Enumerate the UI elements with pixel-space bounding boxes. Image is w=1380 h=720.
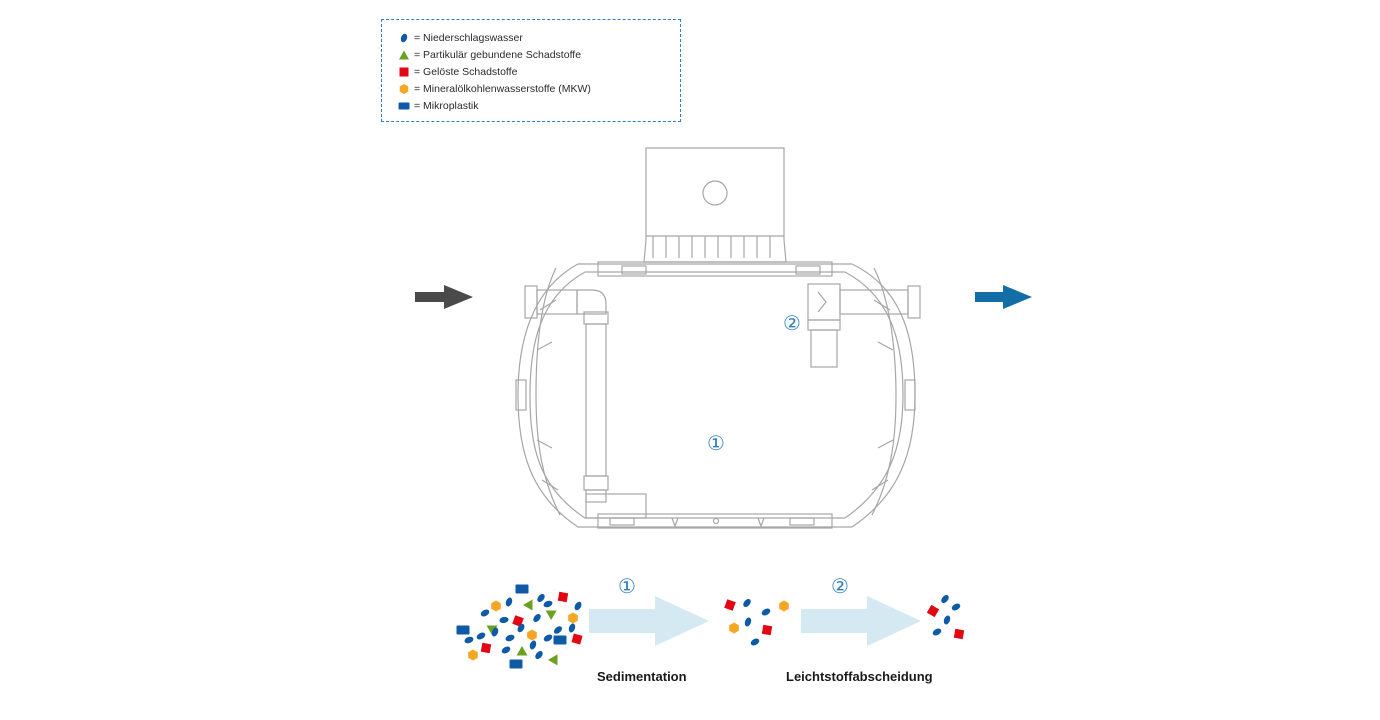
process-step-2-marker: ② [831,574,849,598]
legend-label: = Gelöste Schadstoffe [414,65,518,78]
legend-item-partikulaer: = Partikulär gebundene Schadstoffe [398,46,680,63]
hexagon-particle [491,600,501,612]
tank-body [515,261,916,529]
legend-item-geloeste: = Gelöste Schadstoffe [398,63,680,80]
particles-after-separation [926,594,965,640]
legend-label: = Partikulär gebundene Schadstoffe [414,48,582,61]
square-particle [724,599,736,611]
blue-rectangle-icon [398,102,410,110]
triangle-particle [523,599,533,611]
hexagon-particle [779,600,789,612]
droplet-particle [932,628,942,636]
outlet-pipe [807,283,921,368]
square-particle [557,591,569,603]
inlet-arrow-icon [415,285,473,309]
legend-box: = Niederschlagswasser = Partikulär gebun… [381,19,681,122]
stage-2-marker: ② [783,311,801,335]
square-particle [512,615,524,627]
sedimentation-label: Sedimentation [597,669,687,684]
droplet-particle [743,598,751,608]
hexagon-particle [568,612,578,624]
process-step-1-marker: ① [618,574,636,598]
legend-item-mikroplastik: = Mikroplastik [398,98,680,115]
droplet-particle [744,617,752,627]
outlet-arrow-icon [975,285,1032,309]
triangle-particle [547,654,558,666]
process-arrow-1-icon [589,596,709,646]
droplet-particle [533,613,541,623]
legend-label: = Niederschlagswasser [414,31,523,44]
square-particle [953,628,965,640]
droplet-particle [568,623,576,633]
stage-1-marker: ① [707,431,725,455]
droplet-particle [499,616,509,624]
hexagon-particle [729,622,739,634]
droplet-particle [761,608,771,616]
droplet-particle [553,626,563,634]
droplet-particle [505,634,515,642]
hexagon-particle [527,629,537,641]
droplet-particle [543,634,553,642]
droplet-particle [517,623,525,633]
orange-hexagon-icon [399,84,409,95]
square-particle [761,624,773,636]
hexagon-particle [468,649,478,661]
legend-label: = Mineralölkohlenwasserstoffe (MKW) [414,83,591,96]
triangle-particle [545,610,557,621]
red-square-icon [399,67,409,77]
square-particle [571,633,583,645]
triangle-particle [516,646,528,656]
legend-label: = Mikroplastik [414,100,479,113]
droplet-particle [505,597,513,607]
droplet-particle [574,601,582,611]
microplastic-particle [456,625,470,635]
droplet-particle [464,636,474,644]
particles-after-sedimentation [724,598,789,646]
inlet-pipe [524,285,647,519]
legend-item-niederschlagswasser: = Niederschlagswasser [398,29,680,46]
droplet-particle [750,638,760,646]
droplet-particle [480,609,490,617]
blue-droplet-icon [400,33,408,42]
droplet-particle [941,594,949,604]
square-particle [480,642,492,654]
droplet-particle [537,593,545,603]
square-particle [926,604,940,618]
particles-untreated [456,584,583,669]
shaft-handle-hole [702,180,728,206]
process-arrow-2-icon [801,596,921,646]
droplet-particle [535,650,543,660]
microplastic-particle [509,659,523,669]
green-triangle-icon [399,50,409,60]
microplastic-particle [515,584,529,594]
leichtstoffabscheidung-label: Leichtstoffabscheidung [786,669,933,684]
droplet-particle [501,646,511,654]
microplastic-particle [553,635,567,645]
droplet-particle [943,615,951,625]
legend-item-mkw: = Mineralölkohlenwasserstoffe (MKW) [398,81,680,98]
droplet-particle [529,640,537,650]
droplet-particle [476,632,486,640]
droplet-particle [543,600,553,608]
droplet-particle [491,627,499,637]
droplet-particle [951,603,961,611]
tank-shaft [643,147,787,263]
